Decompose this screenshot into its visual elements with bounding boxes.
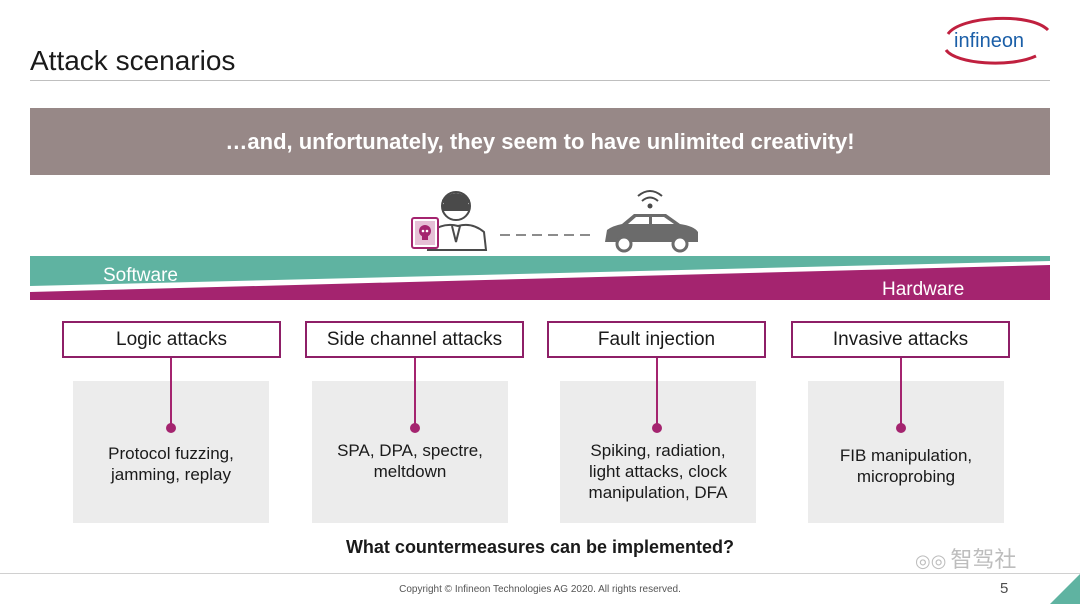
category-invasive-attacks: Invasive attacks [791, 321, 1010, 358]
detail-line: jamming, replay [111, 465, 231, 484]
connector-line [414, 358, 416, 428]
category-title: Fault injection [597, 328, 716, 350]
skull-shield-icon [411, 217, 439, 249]
category-title: Side channel attacks [326, 328, 503, 350]
detail-line: manipulation, DFA [588, 483, 728, 502]
detail-line: microprobing [856, 467, 956, 486]
slide-title: Attack scenarios [30, 45, 236, 76]
hacker-icon [426, 191, 488, 251]
footer-divider [0, 573, 1080, 574]
banner-text: …and, unfortunately, they seem to have u… [225, 128, 855, 154]
detail-line: Spiking, radiation, [590, 441, 726, 460]
software-label: Software [103, 265, 178, 286]
category-title: Invasive attacks [832, 328, 969, 350]
detail-line: meltdown [373, 462, 447, 481]
page-number: 5 [1000, 580, 1009, 597]
connector-dot [410, 423, 420, 433]
detail-box-fault-injection [560, 381, 756, 523]
detail-line: FIB manipulation, [839, 446, 973, 465]
detail-box-side-channel-attacks [312, 381, 508, 523]
detail-line: light attacks, clock [589, 462, 727, 481]
detail-text-side-channel-attacks: SPA, DPA, spectre, meltdown [312, 440, 508, 482]
hardware-label: Hardware [882, 279, 965, 300]
hardware-band [30, 265, 1050, 300]
software-band [30, 256, 1050, 286]
infineon-logo: infineon [944, 16, 1050, 65]
detail-text-fault-injection: Spiking, radiation, light attacks, clock… [560, 440, 756, 503]
connector-dot [652, 423, 662, 433]
category-logic-attacks: Logic attacks [62, 321, 281, 358]
banner: …and, unfortunately, they seem to have u… [30, 108, 1050, 175]
software-hardware-spectrum [30, 256, 1050, 300]
corner-decoration [1050, 574, 1080, 604]
category-title: Logic attacks [116, 328, 227, 350]
watermark-text: 智驾社 [950, 548, 1017, 573]
connector-line [656, 358, 658, 428]
detail-text-logic-attacks: Protocol fuzzing, jamming, replay [73, 443, 269, 485]
connector-dot [896, 423, 906, 433]
car-icon [605, 214, 698, 253]
wechat-icon: ◎◎ [915, 551, 947, 572]
copyright-text: Copyright © Infineon Technologies AG 202… [399, 584, 681, 595]
detail-box-invasive-attacks [808, 381, 1004, 523]
connector-line [900, 358, 902, 428]
wifi-icon [637, 190, 663, 209]
detail-line: SPA, DPA, spectre, [337, 441, 483, 460]
title-divider [30, 80, 1050, 81]
category-side-channel-attacks: Side channel attacks [305, 321, 524, 358]
detail-line: Protocol fuzzing, [108, 444, 234, 463]
watermark: ◎◎智驾社 [915, 542, 1016, 574]
category-fault-injection: Fault injection [547, 321, 766, 358]
connector-line [170, 358, 172, 428]
closing-question: What countermeasures can be implemented? [345, 537, 735, 557]
logo-text: infineon [954, 30, 1024, 52]
attack-scene [411, 190, 698, 253]
connector-dot [166, 423, 176, 433]
detail-text-invasive-attacks: FIB manipulation, microprobing [808, 445, 1004, 487]
